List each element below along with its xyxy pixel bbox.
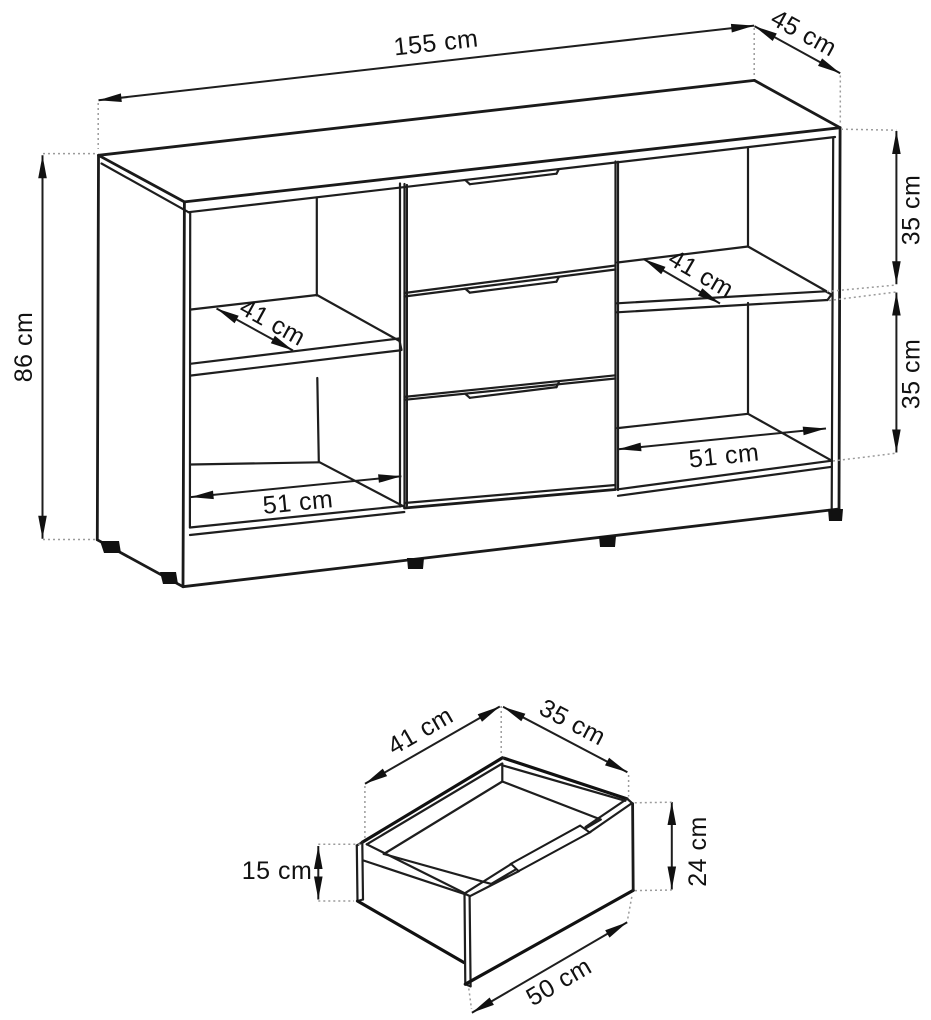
svg-text:86 cm: 86 cm xyxy=(10,312,38,383)
svg-text:51 cm: 51 cm xyxy=(262,485,335,520)
svg-text:24 cm: 24 cm xyxy=(684,816,712,887)
svg-text:35 cm: 35 cm xyxy=(898,175,926,246)
svg-text:35 cm: 35 cm xyxy=(898,339,926,410)
svg-text:15 cm: 15 cm xyxy=(242,857,313,885)
